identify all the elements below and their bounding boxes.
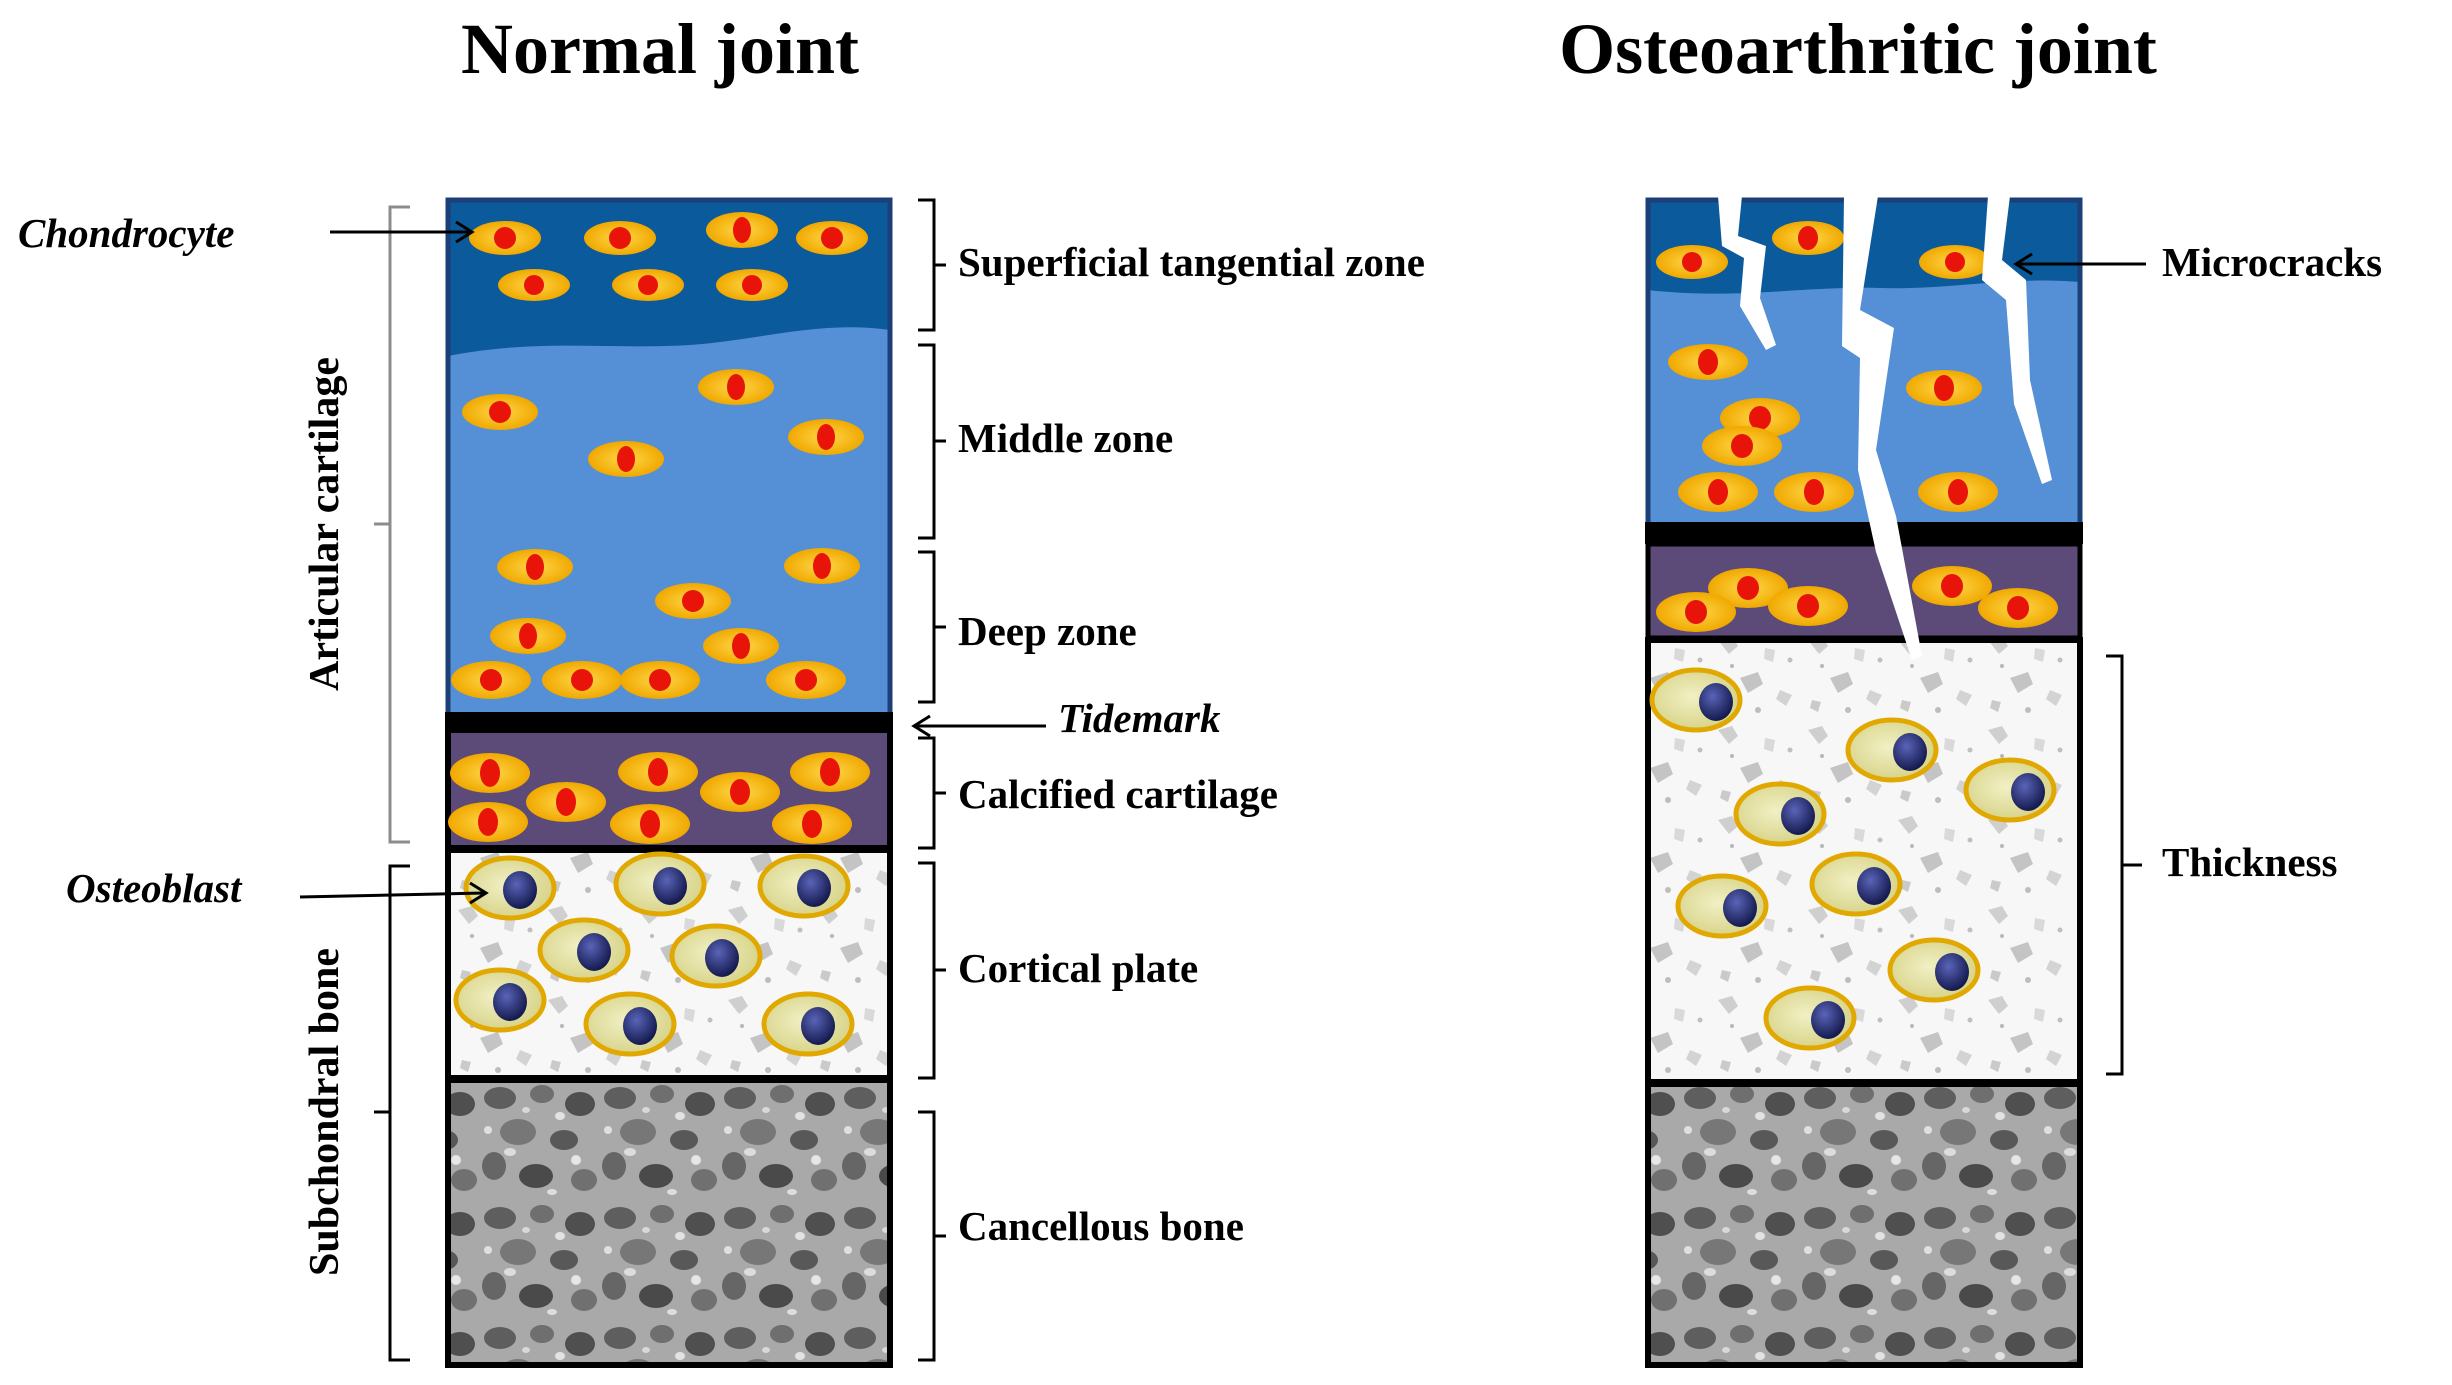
chondrocyte-cell [772,804,852,844]
chondrocyte-cell [1918,472,1998,512]
osteoblast-cell [669,923,763,989]
articular-cartilage-label: Articular cartilage [302,357,348,691]
oa-joint-column [1645,196,2083,1368]
chondrocyte-cell [584,221,656,255]
oa-tidemark-line [1645,522,2083,544]
microcrack [1982,196,2052,484]
normal-joint-column [445,197,893,1368]
chondrocyte-cell [1772,221,1844,255]
normal-osteoblasts [453,851,855,1057]
chondrocyte-cell [1678,472,1758,512]
oa-chondrocytes [1656,221,2058,632]
chondrocyte-cell [469,221,541,255]
tidemark-label: Tidemark [1058,695,1221,741]
superficial-zone-label: Superficial tangential zone [958,239,1425,285]
chondrocyte-cell [1774,472,1854,512]
zone-brackets-normal [918,198,946,1362]
osteoblast-cell [1763,985,1857,1051]
articular-cartilage-bracket [374,205,410,844]
chondrocyte-cell [1978,588,2058,628]
title-osteoarthritic-joint: Osteoarthritic joint [1559,9,2157,89]
osteoblast-cell [1733,781,1827,847]
microcracks-label: Microcracks [2162,239,2382,285]
normal-cancellous-bone [445,1077,893,1368]
title-normal-joint: Normal joint [461,9,859,89]
chondrocyte-cell [526,782,606,822]
cancellous-bone-label: Cancellous bone [958,1203,1244,1249]
chondrocyte-cell [1702,426,1782,466]
chondrocyte-cell [716,269,788,301]
chondrocyte-cell [498,269,570,301]
chondrocyte-cell [490,618,566,654]
chondrocyte-cell [448,802,528,842]
chondrocyte-cell [788,419,864,455]
oa-cancellous-bone [1645,1081,2083,1368]
osteoblast-cell [757,853,851,919]
osteoblast-cell [1675,873,1769,939]
calcified-cartilage-label: Calcified cartilage [958,771,1278,817]
tidemark-arrow [911,714,1046,738]
chondrocyte-cell [1919,245,1991,279]
chondrocyte-cell [451,661,531,699]
chondrocyte-cell [1708,568,1788,608]
chondrocyte-cell [790,752,870,792]
chondrocyte-cell [542,661,622,699]
chondrocyte-cell [497,549,573,585]
osteoblast-cell [1887,937,1981,1003]
chondrocyte-cell [700,772,780,812]
osteoblast-cell [453,967,547,1033]
chondrocyte-cell [1656,245,1728,279]
microcracks [1718,196,2052,660]
chondrocyte-cell [620,661,700,699]
microcrack [1842,196,1922,660]
oa-osteoblasts [1649,667,2057,1051]
osteoblast-cell [1649,667,1743,733]
chondrocyte-cell [610,804,690,844]
chondrocyte-label: Chondrocyte [18,210,234,256]
middle-zone-label: Middle zone [958,415,1173,461]
osteoblast-cell [463,855,557,921]
normal-chondrocytes [448,212,870,844]
cortical-plate-label: Cortical plate [958,945,1198,991]
chondrocyte-cell [784,548,860,584]
subchondral-bone-bracket [374,864,410,1362]
microcrack [1718,196,1776,350]
osteoblast-cell [761,991,855,1057]
chondrocyte-cell [588,441,664,477]
thickness-label: Thickness [2162,839,2337,885]
chondrocyte-cell [618,752,698,792]
osteoblast-cell [583,991,677,1057]
chondrocyte-cell [1768,586,1848,626]
chondrocyte-cell [796,221,868,255]
osteoblast-cell [1809,851,1903,917]
chondrocyte-cell [1906,370,1982,406]
deep-zone-label: Deep zone [958,608,1137,654]
subchondral-bone-label: Subchondral bone [302,948,348,1276]
chondrocyte-cell [706,212,778,248]
chondrocyte-cell [1668,344,1748,380]
chondrocyte-cell [703,628,779,664]
chondrocyte-arrow [330,220,475,244]
osteoblast-arrow [299,881,489,905]
chondrocyte-cell [698,369,774,405]
chondrocyte-cell [1656,592,1736,632]
thickness-bracket [2106,654,2142,1076]
microcracks-arrow [2013,252,2146,276]
chondrocyte-cell [655,583,731,619]
osteoblast-label: Osteoblast [66,865,243,911]
osteoblast-cell [613,851,707,917]
normal-tidemark-line [445,712,893,730]
osteoblast-cell [1963,757,2057,823]
chondrocyte-cell [450,753,530,793]
osteoblast-cell [537,917,631,983]
chondrocyte-cell [462,394,538,430]
osteoblast-cell [1845,717,1939,783]
chondrocyte-cell [766,661,846,699]
chondrocyte-cell [612,269,684,301]
chondrocyte-cell [1912,566,1992,606]
